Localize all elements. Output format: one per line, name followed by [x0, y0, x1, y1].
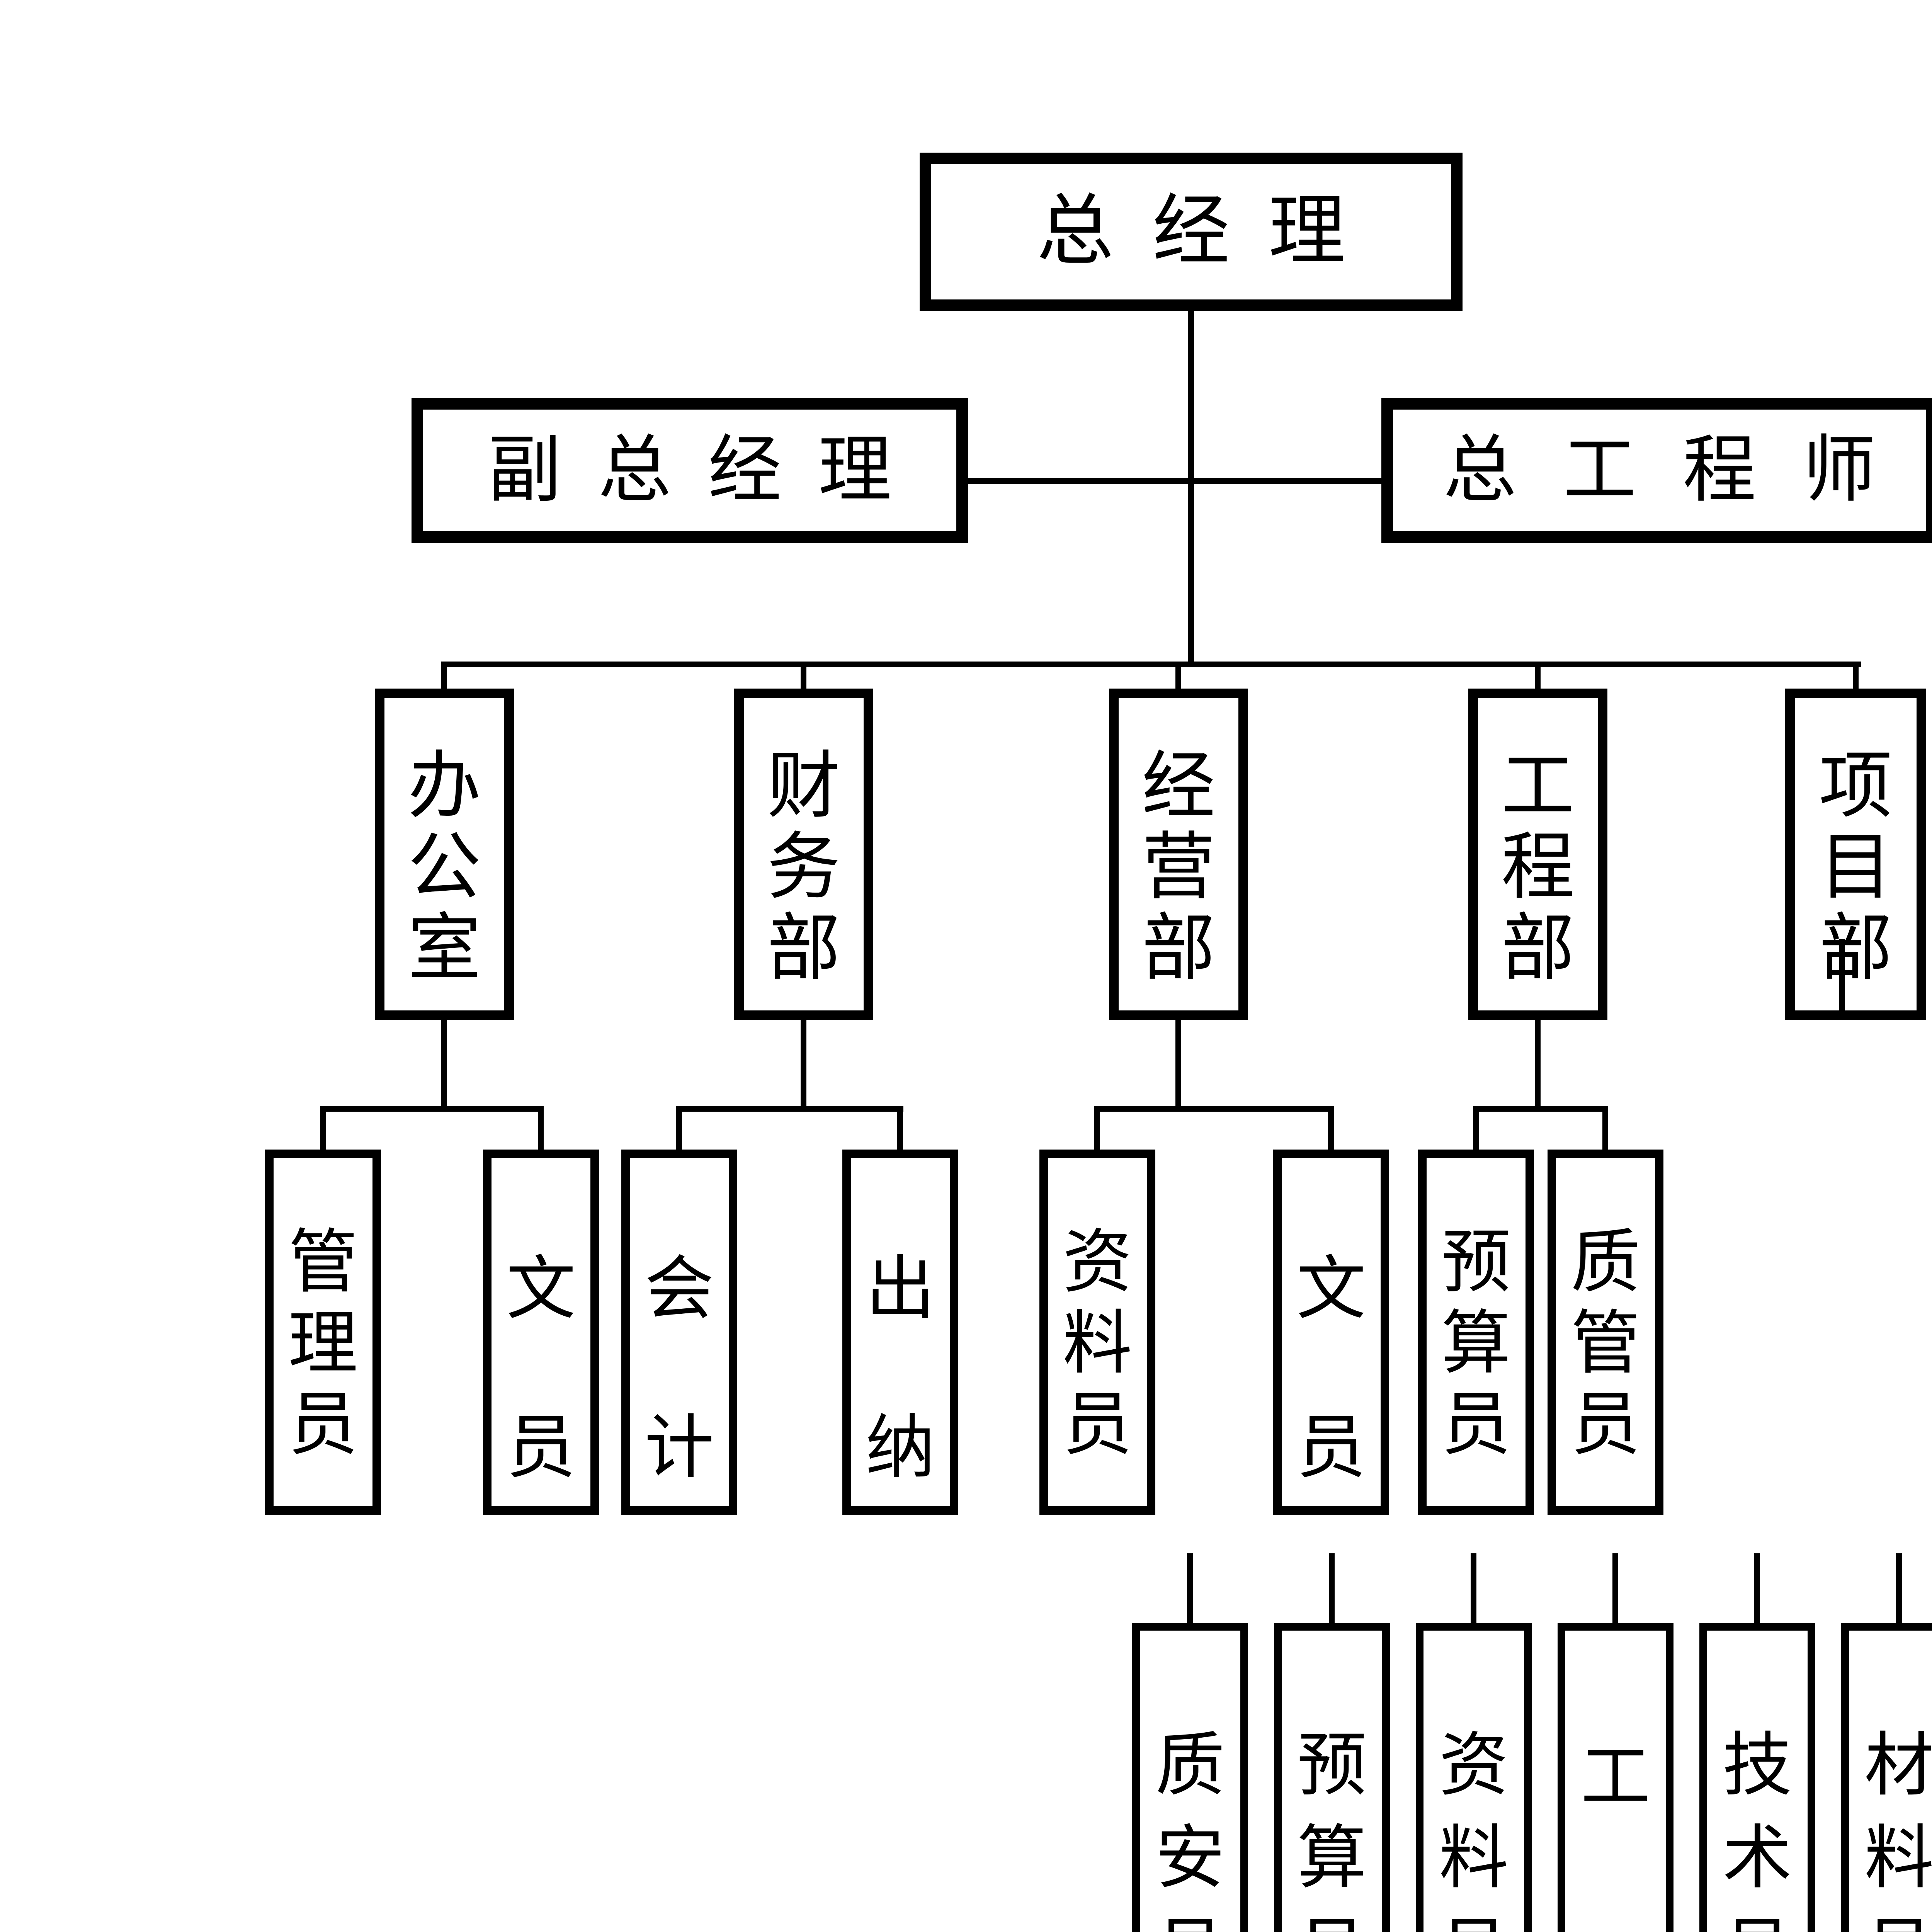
connector-site-stub-1 — [1187, 1553, 1193, 1624]
node-engineering-quality-manager: 质管员 — [1548, 1150, 1663, 1515]
node-label: 质管员 — [1570, 1224, 1640, 1463]
node-label: 工长 — [1580, 1739, 1650, 1816]
node-dept-office: 办公室 — [375, 689, 514, 1020]
connector-office-drop — [441, 1020, 447, 1112]
node-label: 副总经理 — [488, 430, 892, 511]
node-label: 材料员 — [1864, 1727, 1932, 1932]
node-chief-engineer: 总工程师 — [1381, 398, 1932, 543]
node-finance-accountant: 会计 — [621, 1150, 737, 1515]
node-finance-cashier: 出纳 — [842, 1150, 958, 1515]
node-site-budget-officer: 预算员 — [1274, 1623, 1390, 1932]
node-site-foreman: 工长 — [1558, 1623, 1673, 1932]
node-label: 财务部 — [767, 746, 840, 990]
connector-engineering-bar — [1473, 1106, 1608, 1112]
node-operations-data-clerk: 资料员 — [1039, 1150, 1155, 1515]
node-office-clerk: 文员 — [483, 1150, 599, 1515]
connector-engineering-stub-left — [1473, 1106, 1479, 1152]
node-label: 总工程师 — [1443, 430, 1876, 511]
connector-operations-stub-left — [1094, 1106, 1100, 1152]
connector-site-stub-4 — [1612, 1553, 1618, 1624]
connector-finance-drop — [801, 1020, 806, 1112]
connector-office-bar — [320, 1106, 544, 1112]
node-operations-clerk: 文员 — [1273, 1150, 1389, 1515]
connector-engineering-stub-right — [1602, 1106, 1608, 1152]
node-label: 预算员 — [1441, 1224, 1511, 1463]
node-label: 文员 — [1296, 1251, 1366, 1486]
node-label: 工程部 — [1501, 746, 1575, 990]
connector-executives-horizontal — [968, 478, 1381, 484]
node-site-material-clerk: 材料员 — [1841, 1623, 1932, 1932]
node-deputy-general-manager: 副总经理 — [412, 398, 968, 543]
connector-stub-project — [1853, 662, 1859, 692]
connector-office-stub-right — [538, 1106, 544, 1152]
node-label: 预算员 — [1297, 1727, 1367, 1932]
connector-stub-finance — [801, 662, 806, 692]
node-dept-finance: 财务部 — [734, 689, 873, 1020]
connector-operations-bar — [1094, 1106, 1334, 1112]
connector-site-stub-3 — [1471, 1553, 1476, 1624]
connector-stub-engineering — [1535, 662, 1541, 692]
connector-finance-bar — [676, 1106, 903, 1112]
node-office-admin-clerk: 管理员 — [265, 1150, 381, 1515]
connector-office-stub-left — [320, 1106, 326, 1152]
connector-departments-bar — [441, 662, 1861, 667]
connector-site-stub-5 — [1754, 1553, 1760, 1624]
connector-stub-office — [441, 662, 447, 692]
node-label: 文员 — [506, 1251, 576, 1486]
node-label: 办公室 — [407, 746, 481, 990]
node-label: 出纳 — [865, 1251, 935, 1486]
node-label: 总经理 — [1036, 189, 1346, 274]
connector-finance-stub-right — [897, 1106, 903, 1152]
node-site-quality-safety-officer: 质安员 — [1132, 1623, 1248, 1932]
connector-site-stub-2 — [1329, 1553, 1335, 1624]
node-label: 管理员 — [288, 1224, 358, 1463]
node-site-technician: 技术员 — [1699, 1623, 1815, 1932]
connector-project-inner — [1839, 939, 1845, 1020]
node-label: 项目部 — [1819, 746, 1893, 990]
connector-stub-operations — [1175, 662, 1181, 692]
node-dept-engineering: 工程部 — [1468, 689, 1607, 1020]
connector-finance-stub-left — [676, 1106, 682, 1152]
connector-site-stub-6 — [1896, 1553, 1902, 1624]
node-engineering-budget-officer: 预算员 — [1418, 1150, 1534, 1515]
node-label: 经营部 — [1141, 746, 1215, 990]
connector-operations-drop — [1175, 1020, 1181, 1112]
node-dept-project: 项目部 — [1785, 689, 1926, 1020]
node-label: 会计 — [644, 1251, 714, 1486]
node-dept-operations: 经营部 — [1109, 689, 1248, 1020]
node-site-data-clerk: 资料员 — [1416, 1623, 1532, 1932]
node-label: 资料员 — [1062, 1224, 1132, 1463]
node-general-manager: 总经理 — [920, 153, 1463, 311]
node-label: 技术员 — [1722, 1727, 1792, 1932]
node-label: 资料员 — [1439, 1727, 1509, 1932]
connector-engineering-drop — [1535, 1020, 1541, 1112]
connector-root-vertical — [1188, 311, 1194, 665]
node-label: 质安员 — [1155, 1727, 1225, 1932]
connector-operations-stub-right — [1328, 1106, 1334, 1152]
